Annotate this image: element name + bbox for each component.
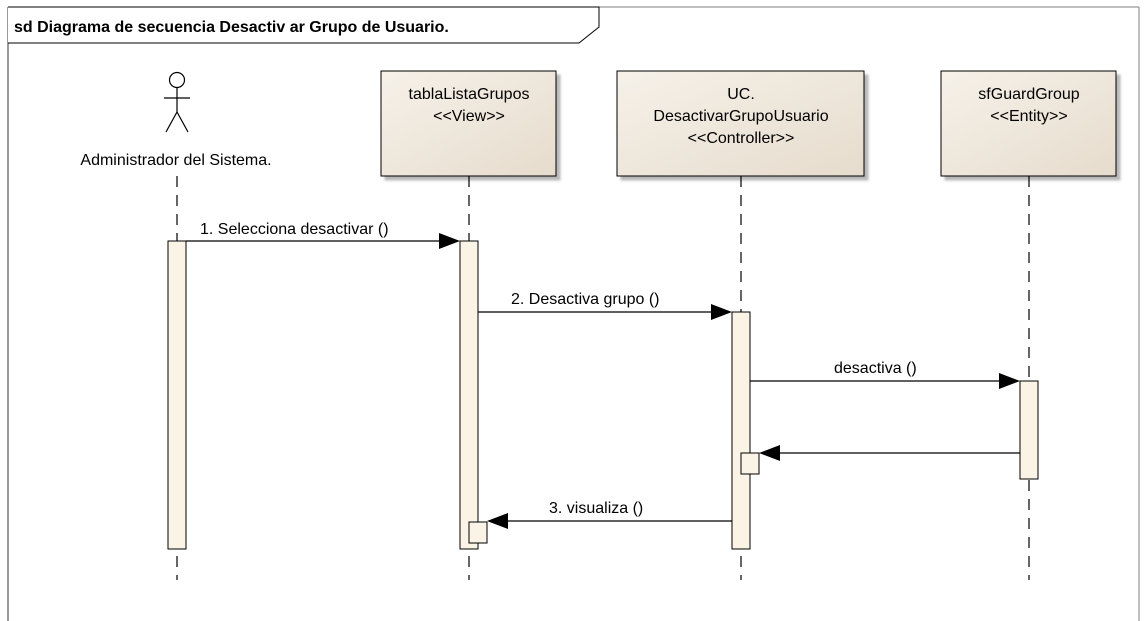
activation-bars [167,240,1039,550]
message-1[interactable]: 1. Selecciona desactivar () [186,221,460,249]
message-1-label: 1. Selecciona desactivar () [200,221,389,238]
message-3-arrowhead [999,373,1020,389]
lifeline-entity[interactable] [940,70,1117,177]
diagram-frame: sd Diagrama de secuencia Desactiv ar Gru… [7,6,1140,621]
message-1-arrowhead [439,233,460,249]
message-4-label: 3. visualiza () [549,500,643,517]
frame-title: sd Diagrama de secuencia Desactiv ar Gru… [14,19,449,36]
lifeline-controller-name: DesactivarGrupoUsuario [653,108,828,125]
activation-view[interactable] [459,240,479,550]
lifeline-view-stereotype: <<View>> [433,108,505,125]
lifeline-controller[interactable] [616,70,865,177]
actor-administrador: Administrador del Sistema. [80,71,272,169]
activation-actor[interactable] [167,240,187,550]
message-2-arrowhead [711,304,732,320]
lifeline-controller-stereotype: <<Controller>> [688,130,795,147]
activation-controller-return[interactable] [740,452,760,475]
message-3[interactable]: desactiva () [750,360,1020,389]
frame-title-tab [8,6,600,44]
activation-controller[interactable] [731,311,751,550]
message-4-arrowhead [487,513,508,529]
message-2[interactable]: 2. Desactiva grupo () [478,291,732,320]
lifeline-box-entity[interactable] [940,70,1117,177]
lifeline-view-name: tablaListaGrupos [409,86,530,103]
actor-name: Administrador del Sistema. [80,152,271,169]
lifeline-controller-prefix: UC. [727,86,755,103]
lifeline-box-view[interactable] [380,70,557,177]
message-return[interactable] [759,445,1020,461]
lifeline-entity-stereotype: <<Entity>> [990,108,1067,125]
lifeline-view[interactable] [380,70,557,177]
lifeline-entity-name: sfGuardGroup [978,86,1079,103]
activation-entity[interactable] [1019,380,1039,480]
message-return-arrowhead [759,445,780,461]
message-4[interactable]: 3. visualiza () [487,500,732,529]
message-3-label: desactiva () [834,360,917,377]
stick-figure-icon [164,71,190,133]
message-2-label: 2. Desactiva grupo () [511,291,660,308]
activation-view-callback[interactable] [468,521,488,544]
lifeline-box-controller[interactable] [616,70,865,177]
